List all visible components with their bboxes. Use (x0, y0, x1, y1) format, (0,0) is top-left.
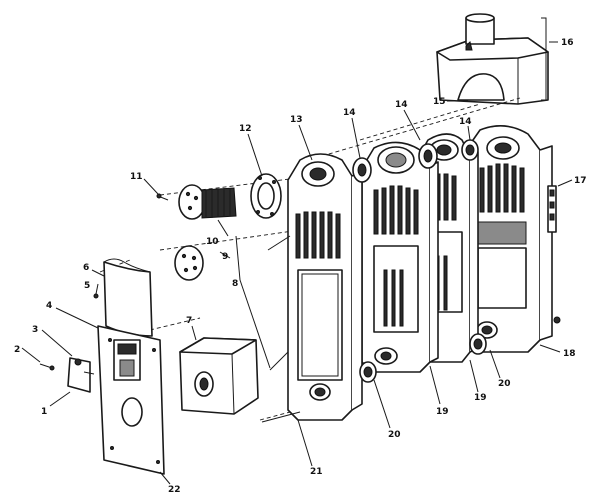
callout-18: 18 (563, 349, 576, 359)
sight-door (67, 357, 95, 393)
callout-19a: 19 (436, 407, 449, 417)
lower-front-panel (97, 325, 165, 475)
flue-box (179, 337, 259, 415)
callout-14b: 14 (395, 100, 408, 110)
rear-boiler-section (465, 125, 553, 353)
screw-21 (261, 411, 301, 423)
callout-9: 9 (222, 252, 228, 262)
callout-3: 3 (32, 325, 38, 335)
callout-12: 12 (239, 124, 252, 134)
gasket (250, 173, 282, 219)
leader-lines (21, 41, 573, 485)
rear-fins (479, 163, 525, 213)
callout-11: 11 (130, 172, 143, 182)
callout-7: 7 (186, 316, 192, 326)
callout-2: 2 (14, 345, 20, 355)
callout-22: 22 (168, 485, 181, 495)
callout-5: 5 (84, 281, 90, 291)
front-section-fins (295, 211, 341, 259)
screw-5 (93, 293, 99, 299)
intermediate-boiler-section-1 (361, 141, 439, 373)
tie-rod-bracket (547, 185, 557, 233)
tie-rods (267, 235, 291, 371)
burner-plate-assembly (178, 184, 237, 220)
callout-16: 16 (561, 38, 574, 48)
callout-1: 1 (41, 407, 47, 417)
push-nipples-upper (352, 139, 479, 183)
callout-labels: 1 2 3 4 5 6 7 8 9 10 11 12 13 14 14 14 1… (14, 38, 587, 495)
callout-13: 13 (290, 115, 303, 125)
callout-10: 10 (206, 237, 219, 247)
bracket-16 (541, 17, 547, 101)
callout-14a: 14 (343, 108, 356, 118)
front-boiler-section (287, 153, 363, 421)
callout-21: 21 (310, 467, 323, 477)
callout-4: 4 (46, 301, 52, 311)
rear-nut (553, 316, 561, 324)
callout-20a: 20 (388, 430, 401, 440)
screw-11 (156, 193, 169, 201)
callout-8: 8 (232, 279, 238, 289)
flue-collector (436, 13, 549, 105)
callout-14c: 14 (459, 117, 472, 127)
push-nipples-lower (359, 333, 487, 383)
screw-2 (39, 363, 55, 371)
callout-19b: 19 (474, 393, 487, 403)
callout-17: 17 (574, 176, 587, 186)
cover-plate (174, 245, 204, 281)
section-1-fins (373, 185, 419, 235)
upper-front-panel (103, 258, 153, 337)
callout-15: 15 (433, 97, 446, 107)
callout-6: 6 (83, 263, 89, 273)
callout-20b: 20 (498, 379, 511, 389)
